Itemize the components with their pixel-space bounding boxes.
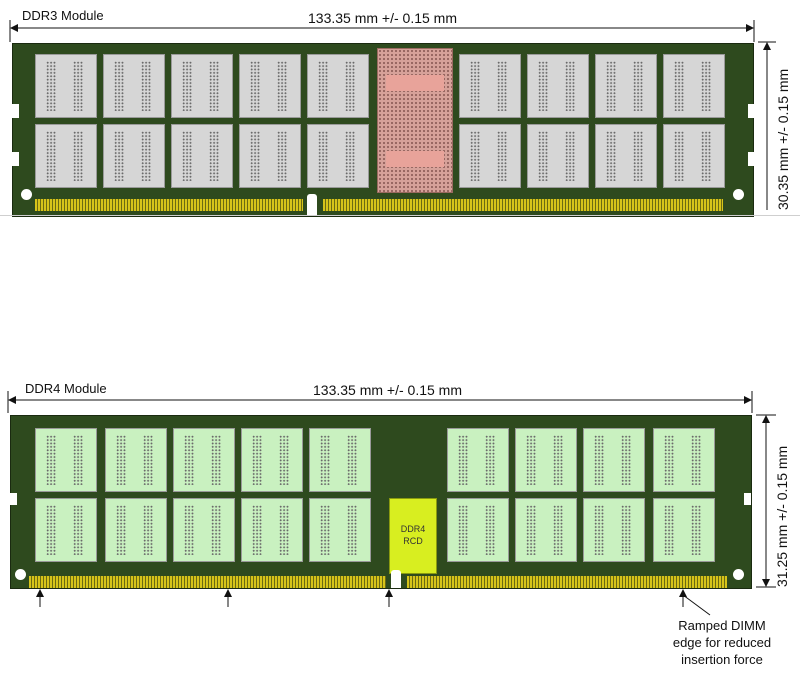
memory-chip	[171, 54, 233, 118]
memory-chip	[103, 124, 165, 188]
ddr4-height-label: 31.25 mm +/- 0.15 mm	[774, 445, 790, 587]
memory-chip	[171, 124, 233, 188]
annotation-line-1: Ramped DIMM	[678, 618, 766, 633]
ddr3-mount-hole-left	[21, 189, 32, 200]
rcd-label-line1: DDR4	[400, 524, 426, 534]
ddr3-title: DDR3 Module	[22, 8, 104, 23]
ddr3-center-chip	[377, 48, 453, 193]
ddr4-pcb: DDR4 RCD	[10, 415, 752, 589]
memory-chip	[583, 498, 645, 562]
ddr3-height-label: 30.35 mm +/- 0.15 mm	[775, 68, 791, 210]
ddr3-dimension-lines	[9, 20, 776, 210]
rcd-label-line2: RCD	[403, 536, 423, 546]
ddr4-mount-hole-left	[15, 569, 26, 580]
ddr4-width-label: 133.35 mm +/- 0.15 mm	[310, 382, 466, 398]
ddr4-title: DDR4 Module	[25, 381, 107, 396]
ddr4-dimension-lines	[7, 391, 776, 616]
memory-chip	[173, 428, 235, 492]
memory-chip	[459, 124, 521, 188]
ddr4-contacts-right	[407, 576, 727, 588]
ddr4-rcd-chip: DDR4 RCD	[389, 498, 437, 574]
memory-chip	[653, 428, 715, 492]
ddr3-key-notch	[307, 194, 317, 216]
memory-chip	[35, 54, 97, 118]
memory-chip	[515, 428, 577, 492]
ddr4-contacts-left	[29, 576, 386, 588]
memory-chip	[309, 428, 371, 492]
memory-chip	[241, 498, 303, 562]
memory-chip	[103, 54, 165, 118]
memory-chip	[527, 124, 589, 188]
ddr3-pcb	[12, 43, 755, 217]
memory-chip	[105, 428, 167, 492]
ddr3-mount-hole-right	[733, 189, 744, 200]
ddr4-mount-hole-right	[733, 569, 744, 580]
ramped-edge-annotation: Ramped DIMM edge for reduced insertion f…	[652, 617, 792, 668]
memory-chip	[663, 124, 725, 188]
ddr3-width-label: 133.35 mm +/- 0.15 mm	[305, 10, 461, 26]
memory-chip	[307, 54, 369, 118]
memory-chip	[241, 428, 303, 492]
memory-chip	[527, 54, 589, 118]
image-divider	[0, 215, 800, 216]
memory-chip	[595, 54, 657, 118]
memory-chip	[447, 498, 509, 562]
ddr4-module-diagram: DDR4 Module 133.35 mm +/- 0.15	[0, 375, 800, 690]
memory-chip	[515, 498, 577, 562]
memory-chip	[583, 428, 645, 492]
memory-chip	[173, 498, 235, 562]
ddr3-contacts-right	[323, 199, 723, 211]
memory-chip	[105, 498, 167, 562]
memory-chip	[35, 124, 97, 188]
memory-chip	[309, 498, 371, 562]
annotation-line-3: insertion force	[681, 652, 763, 667]
arrow-up-icon	[36, 589, 44, 607]
memory-chip	[35, 428, 97, 492]
ddr3-contacts-left	[35, 199, 303, 211]
annotation-line-2: edge for reduced	[672, 635, 772, 650]
memory-chip	[595, 124, 657, 188]
memory-chip	[307, 124, 369, 188]
ddr3-module-diagram: DDR3 Module 133.35 mm +/- 0.15 mm 30.35 …	[0, 0, 800, 217]
memory-chip	[447, 428, 509, 492]
memory-chip	[239, 124, 301, 188]
memory-chip	[663, 54, 725, 118]
memory-chip	[653, 498, 715, 562]
memory-chip	[239, 54, 301, 118]
ddr4-key-notch	[391, 570, 401, 588]
double-arrow-icon	[10, 24, 18, 32]
memory-chip	[35, 498, 97, 562]
memory-chip	[459, 54, 521, 118]
